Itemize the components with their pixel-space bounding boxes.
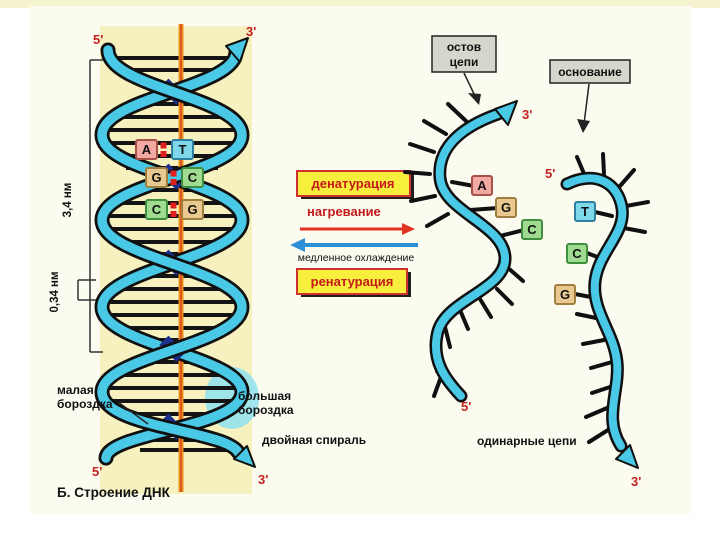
left-strand-arrow-icon bbox=[494, 100, 518, 126]
base-box-g2 bbox=[181, 199, 204, 220]
base-box-g bbox=[145, 167, 168, 188]
right-strand-3-label: 3' bbox=[631, 474, 641, 489]
base-letter: G bbox=[560, 287, 570, 302]
double-helix-label: двойная спираль bbox=[262, 433, 366, 447]
measure-turn-label: 3,4 нм bbox=[62, 183, 74, 218]
base-letter: A bbox=[477, 178, 487, 193]
double-helix-figure: A T G C C G 3,4 нм 0,34 нм bbox=[49, 24, 366, 500]
minor-groove-label-2: бороздка bbox=[57, 397, 113, 411]
base-letter: T bbox=[179, 142, 187, 157]
heating-arrow-head-icon bbox=[402, 223, 415, 235]
base-box-c bbox=[521, 219, 543, 240]
base-box-g2 bbox=[554, 284, 576, 305]
measure-step-label: 0,34 нм bbox=[49, 271, 61, 312]
single-chains-label: одинарные цепи bbox=[477, 434, 577, 448]
renaturation-box bbox=[296, 268, 408, 295]
left-strand-3-label: 3' bbox=[522, 107, 532, 122]
right-strand-5-label: 5' bbox=[545, 166, 555, 181]
base-box-c2 bbox=[145, 199, 168, 220]
major-groove-label-2: бороздка bbox=[238, 403, 294, 417]
base-box-t bbox=[171, 139, 194, 160]
top-strip bbox=[0, 0, 720, 8]
base-letter: T bbox=[581, 204, 589, 219]
single-strand-left bbox=[403, 100, 526, 403]
single-strands-figure: остов цепи основание bbox=[403, 35, 650, 489]
base-callout-label: основание bbox=[558, 65, 622, 79]
helix-5-top-label: 5' bbox=[93, 32, 103, 47]
denaturation-label: денатурация bbox=[311, 176, 394, 191]
base-pointer-tip-icon bbox=[577, 119, 590, 133]
base-letter: G bbox=[187, 202, 197, 217]
heating-label: нагревание bbox=[307, 204, 381, 219]
base-letter: G bbox=[151, 170, 161, 185]
backbone-pointer bbox=[463, 72, 476, 97]
helix-base-pairs: A T G C C G bbox=[135, 139, 204, 220]
left-strand-5-label: 5' bbox=[461, 399, 471, 414]
base-letter: C bbox=[188, 170, 198, 185]
figure-caption: Б. Строение ДНК bbox=[57, 485, 171, 500]
denaturation-box bbox=[296, 170, 411, 197]
right-strand-arrow-icon bbox=[615, 444, 639, 469]
base-box-t bbox=[574, 201, 596, 222]
helix-strand-front bbox=[94, 42, 250, 460]
base-box-a bbox=[135, 139, 158, 160]
helix-arrow-top-icon bbox=[225, 37, 249, 63]
helix-3-top-label: 3' bbox=[246, 24, 256, 39]
backbone-callout-box bbox=[431, 35, 497, 73]
backbone-pointer-tip-icon bbox=[468, 93, 481, 105]
minor-groove-pointer bbox=[117, 401, 149, 425]
cooling-arrow-head-icon bbox=[290, 238, 305, 252]
base-box-g bbox=[495, 197, 517, 218]
base-callout-box bbox=[549, 59, 631, 84]
base-letter: C bbox=[572, 246, 582, 261]
base-box-a bbox=[471, 175, 493, 196]
base-pointer bbox=[583, 83, 590, 125]
backbone-callout-label-2: цепи bbox=[450, 55, 479, 69]
major-groove-label-1: большая bbox=[238, 389, 291, 403]
single-strand-bases: A G C T C G bbox=[471, 175, 596, 305]
minor-groove-label-1: малая bbox=[57, 383, 94, 397]
base-box-c2 bbox=[566, 243, 588, 264]
slow-cooling-label: медленное охлаждение bbox=[298, 252, 415, 264]
base-letter: A bbox=[142, 142, 152, 157]
base-box-c bbox=[181, 167, 204, 188]
backbone-callout-label-1: остов bbox=[447, 40, 481, 54]
measure-turn-bracket bbox=[89, 59, 103, 353]
measure-step-bracket bbox=[77, 279, 96, 301]
process-arrows: денатурация нагревание медленное охлажде… bbox=[290, 170, 418, 297]
single-strand-right bbox=[560, 152, 650, 469]
helix-5-bottom-label: 5' bbox=[92, 464, 102, 479]
base-letter: C bbox=[527, 222, 537, 237]
base-letter: C bbox=[152, 202, 162, 217]
helix-arrow-bottom-icon bbox=[233, 445, 256, 468]
base-letter: G bbox=[501, 200, 511, 215]
renaturation-label: ренатурация bbox=[311, 274, 394, 289]
helix-3-bottom-label: 3' bbox=[258, 472, 268, 487]
